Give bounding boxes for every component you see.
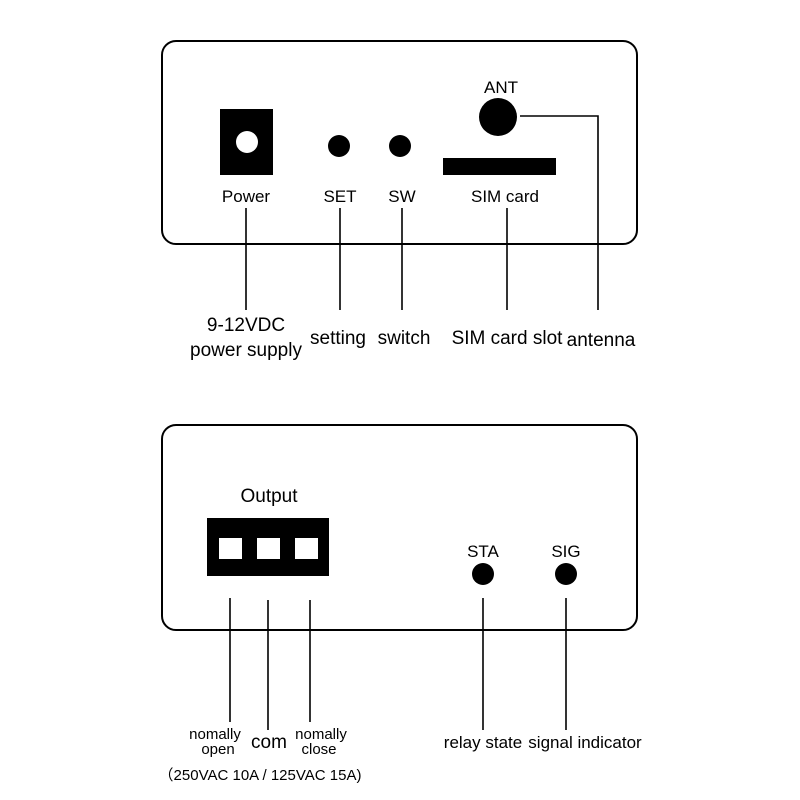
sim-slot-callout: SIM card slot xyxy=(452,328,564,349)
power-callout-line1: 9-12VDC xyxy=(207,315,285,336)
set-label: SET xyxy=(323,187,356,206)
nomally-open-callout-line2: open xyxy=(201,741,234,758)
power-callout-line2: power supply xyxy=(190,340,302,361)
com-callout: com xyxy=(251,732,287,753)
terminal-no xyxy=(219,538,242,559)
antenna-connector xyxy=(479,98,517,136)
sw-label: SW xyxy=(388,187,415,206)
output-label: Output xyxy=(240,486,298,507)
nomally-close-callout-line2: close xyxy=(301,741,336,758)
terminal-nc xyxy=(295,538,318,559)
antenna-leader xyxy=(520,115,599,310)
power-jack-hole xyxy=(236,131,258,153)
switch-callout: switch xyxy=(378,328,431,349)
relay-state-callout: relay state xyxy=(444,733,522,752)
sta-led xyxy=(472,563,494,585)
nomally-open-callout-line1: nomally xyxy=(189,726,241,743)
sig-led xyxy=(555,563,577,585)
signal-indicator-callout: signal indicator xyxy=(528,733,642,752)
ant-label: ANT xyxy=(484,78,518,97)
sim-label: SIM card xyxy=(471,187,539,206)
power-label: Power xyxy=(222,187,271,206)
antenna-callout: antenna xyxy=(567,330,636,351)
setting-callout: setting xyxy=(310,328,366,349)
sig-label: SIG xyxy=(551,542,580,561)
rating-callout: （250VAC 10A / 125VAC 15A) xyxy=(159,767,362,784)
sw-button xyxy=(389,135,411,157)
sta-label: STA xyxy=(467,542,499,561)
set-button xyxy=(328,135,350,157)
bottom-panel xyxy=(161,424,638,631)
sim-slot xyxy=(443,158,556,175)
nomally-close-callout-line1: nomally xyxy=(295,726,347,743)
terminal-com xyxy=(257,538,280,559)
